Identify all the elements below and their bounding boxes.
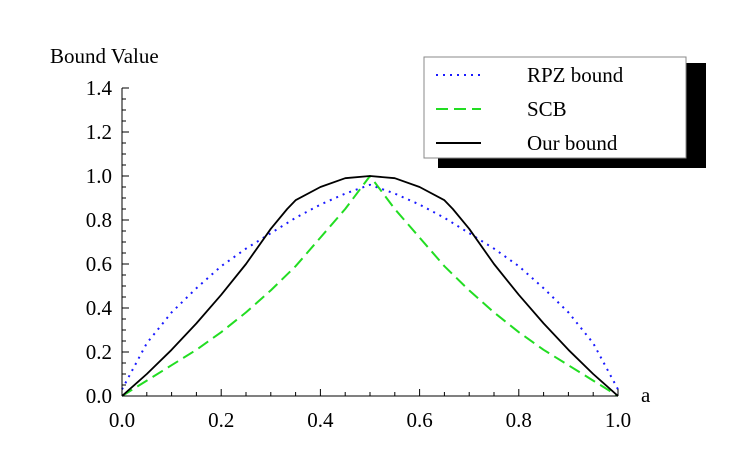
rpz-bound-line (121, 183, 619, 390)
legend-label-rpz: RPZ bound (527, 63, 624, 87)
y-tick-label: 1.4 (86, 76, 113, 100)
plot-lines (121, 175, 619, 397)
y-tick-label: 0.8 (86, 208, 112, 232)
x-ticks: 0.0 0.2 0.4 0.6 0.8 1.0 (109, 389, 631, 432)
y-tick-label: 1.2 (86, 120, 112, 144)
x-axis-label: a (641, 383, 651, 407)
x-tick-label: 1.0 (605, 408, 631, 432)
y-tick-label: 1.0 (86, 164, 112, 188)
scb-line (121, 175, 619, 397)
x-tick-label: 0.8 (506, 408, 532, 432)
x-tick-label: 0.6 (406, 408, 432, 432)
y-ticks: 0.0 0.2 0.4 0.6 0.8 1.0 1.2 1.4 (86, 76, 129, 408)
legend-label-scb: SCB (527, 97, 567, 121)
x-tick-label: 0.0 (109, 408, 135, 432)
y-tick-label: 0.2 (86, 340, 112, 364)
x-tick-label: 0.2 (208, 408, 234, 432)
x-tick-label: 0.4 (307, 408, 334, 432)
legend-label-our: Our bound (527, 131, 618, 155)
legend-box (423, 56, 687, 159)
y-tick-label: 0.4 (86, 296, 113, 320)
y-axis-label: Bound Value (50, 44, 159, 68)
y-tick-label: 0.0 (86, 384, 112, 408)
our-bound-line (121, 175, 619, 397)
y-tick-label: 0.6 (86, 252, 112, 276)
legend: RPZ bound SCB Our bound (423, 56, 706, 168)
